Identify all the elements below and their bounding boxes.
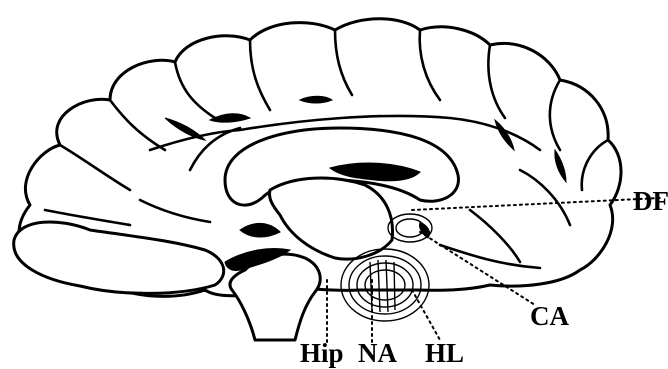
label-hl: HL [425, 338, 464, 368]
label-ca: CA [530, 301, 569, 331]
label-hip: Hip [300, 338, 344, 368]
label-df: DF [633, 186, 668, 216]
label-na: NA [358, 338, 397, 368]
